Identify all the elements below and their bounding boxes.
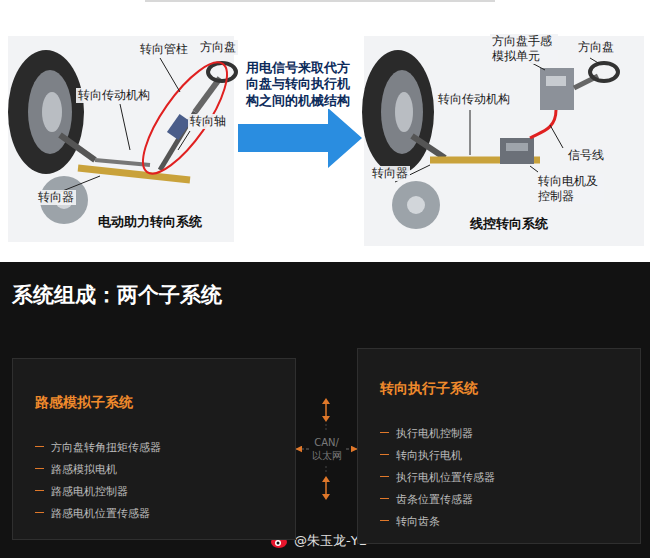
eps-illustration-part — [42, 92, 62, 132]
eps-illustration-part — [129, 51, 241, 184]
top-rule — [145, 0, 495, 2]
eps-illustration-part — [160, 58, 180, 92]
eps-illustration-part — [60, 135, 95, 160]
list-item: 执行电机位置传感器 — [380, 465, 628, 487]
part-label: 方向盘 — [198, 40, 238, 55]
part-label: 转向传动机构 — [436, 92, 512, 107]
panel-heading: 转向执行子系统 — [380, 379, 628, 397]
bus-arrow-symbols-part — [322, 398, 330, 404]
sbw-illustration-part — [412, 136, 445, 158]
sbw-illustration-part — [590, 63, 618, 81]
sbw-illustration-part — [590, 58, 600, 64]
component-name: 方向盘转角扭矩传感器 — [51, 441, 161, 454]
list-item: 齿条位置传感器 — [380, 487, 628, 509]
part-label: 方向盘手感模拟单元 — [490, 34, 558, 64]
subsystem-panel: 转向执行子系统执行电机控制器转向执行电机执行电机位置传感器齿条位置传感器转向齿条 — [357, 348, 641, 544]
bus-arrow-symbols-part — [322, 416, 330, 422]
bus-arrow-symbols-part — [326, 466, 327, 474]
list-dash — [35, 446, 44, 447]
sbw-illustration-part — [530, 166, 538, 172]
eps-illustration-part — [8, 50, 84, 174]
bus-arrow-symbols-part — [322, 494, 330, 500]
part-label: 信号线 — [566, 148, 606, 163]
sbw-illustration-part — [540, 68, 574, 110]
bus-arrow-symbols-part — [322, 476, 330, 482]
sbw-illustration-part — [395, 92, 413, 132]
list-dash — [380, 476, 389, 477]
list-item: 转向齿条 — [380, 509, 628, 531]
system-caption: 电动助力转向系统 — [96, 214, 204, 230]
sbw-illustration — [362, 36, 644, 246]
list-item: 执行电机控制器 — [380, 421, 628, 443]
sbw-illustration-part — [470, 110, 471, 155]
list-dash — [380, 432, 389, 433]
eps-illustration-part — [178, 131, 190, 150]
eps-illustration — [8, 36, 241, 242]
system-caption: 线控转向系统 — [468, 216, 550, 232]
list-item: 路感电机控制器 — [35, 479, 283, 501]
component-name: 执行电机控制器 — [396, 427, 473, 440]
list-dash — [35, 512, 44, 513]
arrow-note: 用电信号来取代方向盘与转向执行机构之间的机械结构 — [244, 60, 356, 109]
component-name: 路感电机位置传感器 — [51, 507, 150, 520]
component-name: 转向执行电机 — [396, 449, 462, 462]
eps-illustration-part — [8, 36, 234, 242]
transition-arrow — [238, 108, 362, 168]
sbw-illustration-part — [392, 181, 440, 229]
slide-title: 系统组成：两个子系统 — [12, 281, 222, 309]
eps-illustration-part — [208, 63, 236, 81]
list-dash — [380, 520, 389, 521]
panel-heading: 路感模拟子系统 — [35, 393, 283, 411]
weibo-icon-part — [275, 540, 281, 546]
part-label: 转向器 — [36, 190, 76, 205]
component-name: 执行电机位置传感器 — [396, 471, 495, 484]
sbw-illustration-part — [550, 125, 563, 148]
sbw-illustration-part — [530, 110, 556, 138]
component-name: 转向齿条 — [396, 515, 440, 528]
sbw-illustration-part — [407, 196, 425, 214]
sbw-illustration-part — [500, 138, 534, 164]
bus-label: CAN/ 以太网 — [309, 434, 345, 464]
list-dash — [380, 498, 389, 499]
list-item: 路感模拟电机 — [35, 457, 283, 479]
component-name: 路感模拟电机 — [51, 463, 117, 476]
sbw-illustration-part — [546, 76, 566, 86]
part-label: 转向电机及控制器 — [536, 174, 604, 204]
part-label: 转向传动机构 — [76, 88, 152, 103]
sbw-illustration-part — [506, 143, 528, 151]
list-dash — [35, 468, 44, 469]
list-item: 转向执行电机 — [380, 443, 628, 465]
transition-arrow-part — [238, 108, 362, 168]
list-item: 路感电机位置传感器 — [35, 501, 283, 523]
list-dash — [380, 454, 389, 455]
bus-arrow-symbols-part — [326, 424, 327, 432]
part-label: 方向盘 — [576, 40, 616, 55]
component-name: 路感电机控制器 — [51, 485, 128, 498]
part-label: 转向器 — [370, 166, 410, 181]
weibo-icon-part — [277, 542, 280, 545]
subsystem-panel: 路感模拟子系统方向盘转角扭矩传感器路感模拟电机路感电机控制器路感电机位置传感器 — [12, 358, 296, 540]
component-name: 齿条位置传感器 — [396, 493, 473, 506]
sbw-illustration-part — [362, 50, 434, 174]
part-label: 转向轴 — [188, 114, 228, 129]
list-dash — [35, 490, 44, 491]
eps-illustration-part — [120, 104, 130, 150]
part-label: 转向管柱 — [138, 42, 190, 57]
eps-illustration-part — [95, 160, 150, 165]
list-item: 方向盘转角扭矩传感器 — [35, 435, 283, 457]
